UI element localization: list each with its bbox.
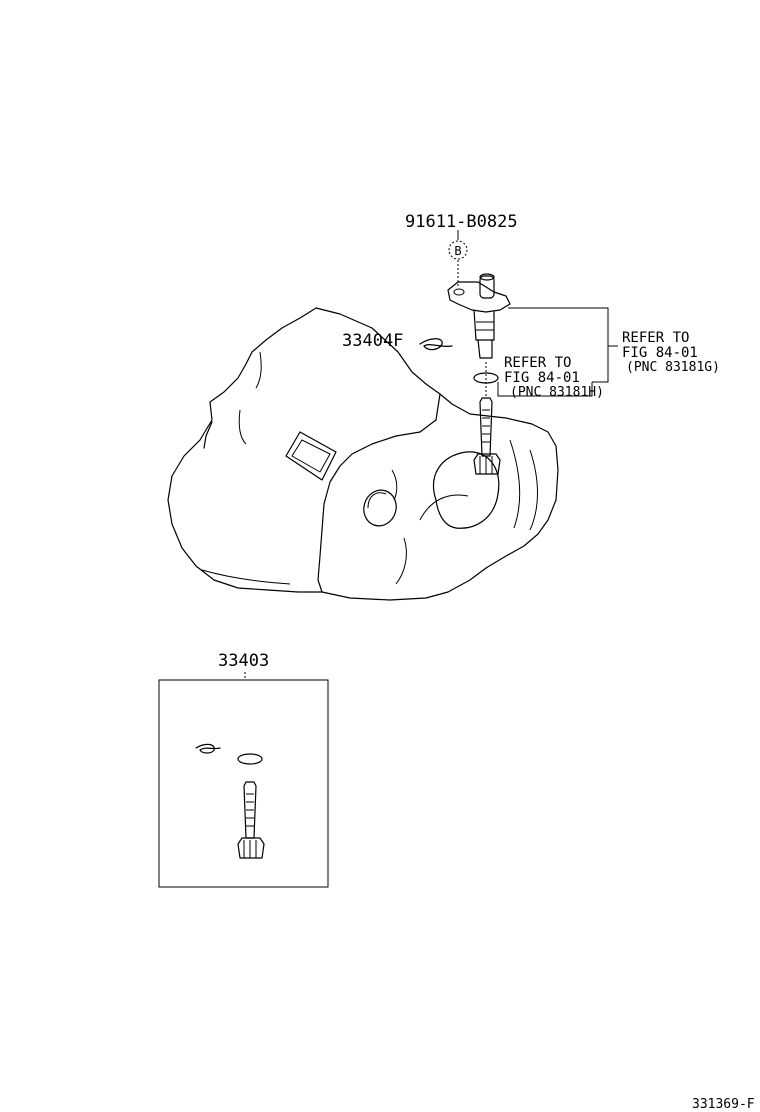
refer-upper-line3: (PNC 83181G)	[626, 360, 720, 375]
refer-lower-bracket	[497, 382, 593, 397]
refer-upper-line1: REFER TO	[622, 330, 689, 346]
bolt-leader	[448, 230, 468, 288]
bolt-marker-label: B	[454, 244, 461, 258]
gear-kit-contents	[195, 743, 265, 859]
refer-upper-line2: FIG 84-01	[622, 345, 698, 361]
footer-code: 331369-F	[692, 1097, 755, 1112]
gear-kit-label: 33403	[218, 651, 269, 671]
driven-gear-shaft	[473, 362, 501, 475]
refer-upper-bracket	[508, 307, 618, 383]
gear-kit-box	[158, 679, 329, 888]
clip-label: 33404F	[342, 331, 403, 351]
transmission-housing	[167, 307, 559, 601]
refer-lower-line2: FIG 84-01	[504, 370, 580, 386]
speed-sensor	[447, 273, 511, 359]
refer-lower-line3: (PNC 83181H)	[510, 385, 604, 400]
refer-lower-line1: REFER TO	[504, 355, 571, 371]
sensor-bolt-label: 91611-B0825	[405, 212, 518, 232]
clip-33404f-part	[419, 338, 453, 351]
